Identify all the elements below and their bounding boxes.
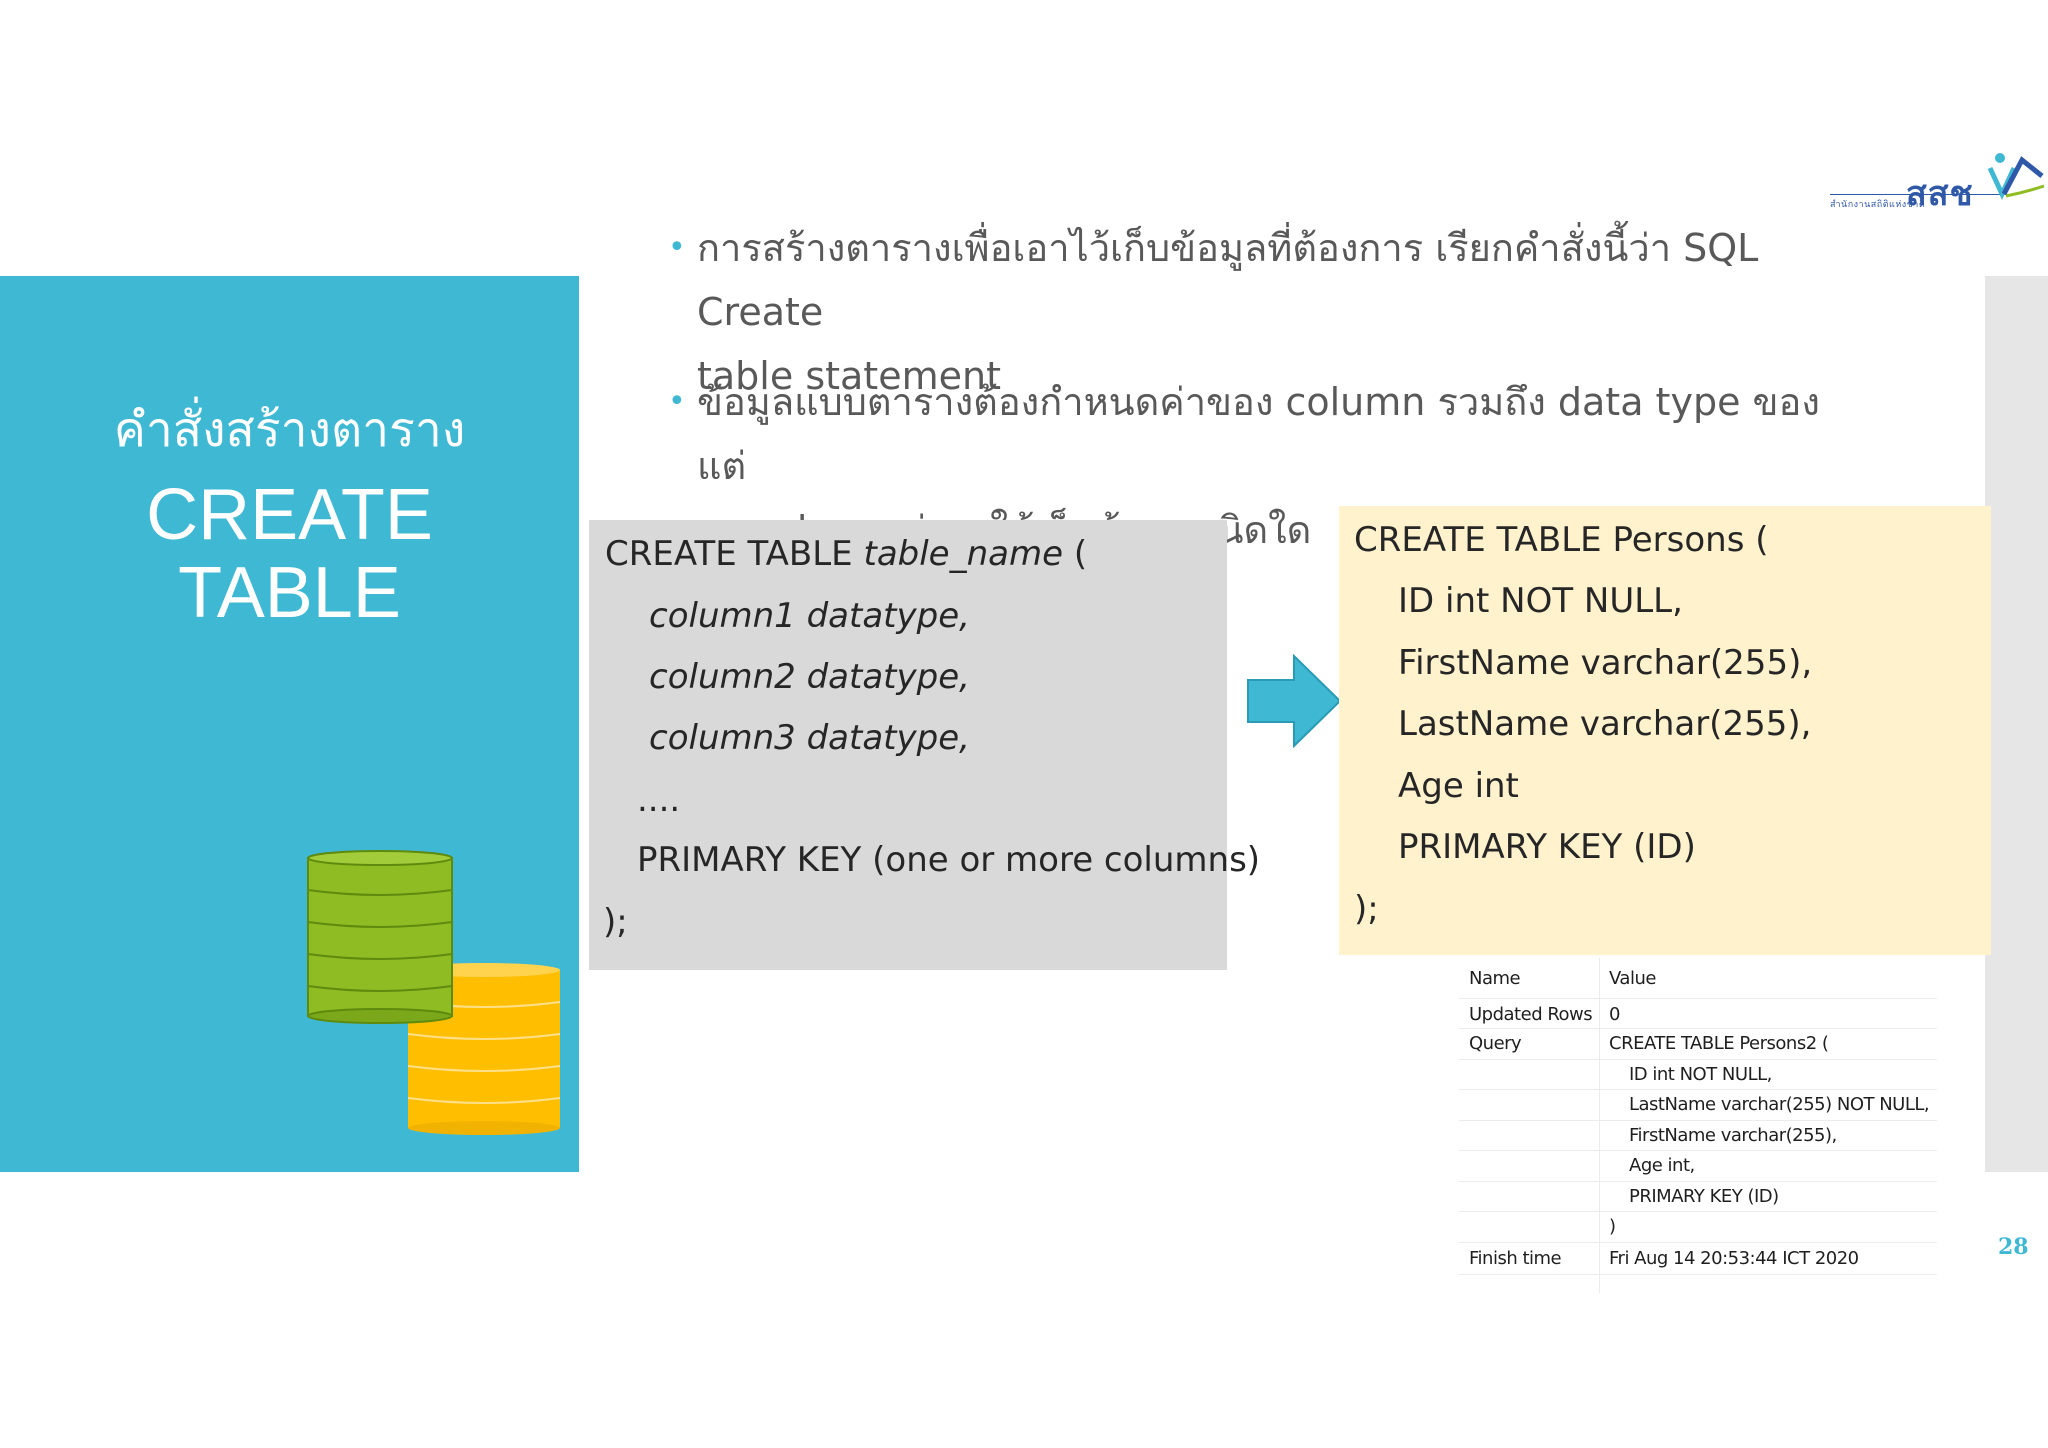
nso-logo: สสช สำนักงานสถิติแห่งชาติ xyxy=(1826,146,2046,213)
table-header-row: Name Value xyxy=(1459,958,1937,999)
syntax-line: .... xyxy=(637,780,681,820)
slide-title: CREATE TABLE xyxy=(0,476,579,632)
row-label: Updated Rows xyxy=(1469,1004,1593,1025)
code-keyword: CREATE TABLE xyxy=(605,534,864,574)
database-coins-icon xyxy=(307,850,561,1135)
table-row: ID int NOT NULL, xyxy=(1459,1059,1937,1090)
bullet-line: table statement xyxy=(697,354,1001,398)
code-placeholder: column1 datatype, xyxy=(649,596,970,636)
syntax-line: column2 datatype, xyxy=(649,657,970,697)
syntax-line: CREATE TABLE table_name ( xyxy=(605,534,1087,574)
query-line: ID int NOT NULL, xyxy=(1629,1064,1772,1085)
bullet-item: • การสร้างตารางเพื่อเอาไว้เก็บข้อมูลที่ต… xyxy=(668,216,1848,408)
query-line: ) xyxy=(1609,1216,1616,1237)
bullet-line: การสร้างตารางเพื่อเอาไว้เก็บข้อมูลที่ต้อ… xyxy=(697,226,1759,334)
query-line: FirstName varchar(255), xyxy=(1629,1125,1837,1146)
query-line: Age int, xyxy=(1629,1155,1695,1176)
table-row: LastName varchar(255) NOT NULL, xyxy=(1459,1089,1937,1121)
column-divider xyxy=(1599,958,1600,1293)
thai-heading: คำสั่งสร้างตาราง xyxy=(113,402,466,458)
query-line: CREATE TABLE Persons2 ( xyxy=(1609,1033,1829,1054)
syntax-line: column1 datatype, xyxy=(649,596,970,636)
table-row: Query CREATE TABLE Persons2 ( xyxy=(1459,1028,1937,1060)
page-number: 28 xyxy=(1998,1234,2029,1260)
table-row: FirstName varchar(255), xyxy=(1459,1120,1937,1151)
row-value: 0 xyxy=(1609,1004,1620,1025)
code-placeholder: column3 datatype, xyxy=(649,718,970,758)
row-label: Query xyxy=(1469,1033,1522,1054)
example-code-box: CREATE TABLE Persons ( ID int NOT NULL, … xyxy=(1339,506,1991,955)
bullet-dot-icon: • xyxy=(668,384,686,419)
example-line: PRIMARY KEY (ID) xyxy=(1398,827,1696,867)
logo-subtitle: สำนักงานสถิติแห่งชาติ xyxy=(1830,200,1926,210)
example-line: CREATE TABLE Persons ( xyxy=(1354,520,1769,560)
query-line: LastName varchar(255) NOT NULL, xyxy=(1629,1094,1930,1115)
bullet-dot-icon: • xyxy=(668,230,686,265)
syntax-line: column3 datatype, xyxy=(649,718,970,758)
example-line: LastName varchar(255), xyxy=(1398,704,1812,744)
table-row: Age int, xyxy=(1459,1150,1937,1182)
title-line-2: TABLE xyxy=(178,553,401,633)
query-line: PRIMARY KEY (ID) xyxy=(1629,1186,1779,1207)
logo-text: สสช xyxy=(1906,175,1974,213)
header-name: Name xyxy=(1469,968,1521,989)
example-line: FirstName varchar(255), xyxy=(1398,643,1813,683)
example-line: ID int NOT NULL, xyxy=(1398,581,1683,621)
row-label: Finish time xyxy=(1469,1248,1562,1269)
syntax-line: PRIMARY KEY (one or more columns) xyxy=(637,840,1261,880)
side-strip xyxy=(1985,276,2048,1172)
row-value: Fri Aug 14 20:53:44 ICT 2020 xyxy=(1609,1248,1859,1269)
title-line-1: CREATE xyxy=(146,475,433,555)
right-arrow-icon xyxy=(1247,654,1342,748)
table-row: Finish time Fri Aug 14 20:53:44 ICT 2020 xyxy=(1459,1242,1937,1275)
example-line: Age int xyxy=(1398,766,1519,806)
table-row: Updated Rows 0 xyxy=(1459,998,1937,1029)
green-coin-stack-icon xyxy=(307,850,453,1024)
code-placeholder: column2 datatype, xyxy=(649,657,970,697)
bullet-line: ข้อมูลแบบตารางต้องกำหนดค่าของ column รวม… xyxy=(697,380,1820,488)
query-result-table: Name Value Updated Rows 0 Query CREATE T… xyxy=(1459,958,1937,1293)
syntax-code-box: CREATE TABLE table_name ( column1 dataty… xyxy=(589,520,1260,970)
table-row: PRIMARY KEY (ID) xyxy=(1459,1181,1937,1212)
example-line: ); xyxy=(1354,889,1379,929)
table-row: ) xyxy=(1459,1211,1937,1243)
header-value: Value xyxy=(1609,968,1656,989)
syntax-line: ); xyxy=(603,902,628,942)
code-placeholder: table_name xyxy=(863,534,1064,574)
logo-mark-icon xyxy=(1987,153,2045,200)
code-punct: ( xyxy=(1063,534,1088,574)
logo-rule xyxy=(1830,194,2012,195)
